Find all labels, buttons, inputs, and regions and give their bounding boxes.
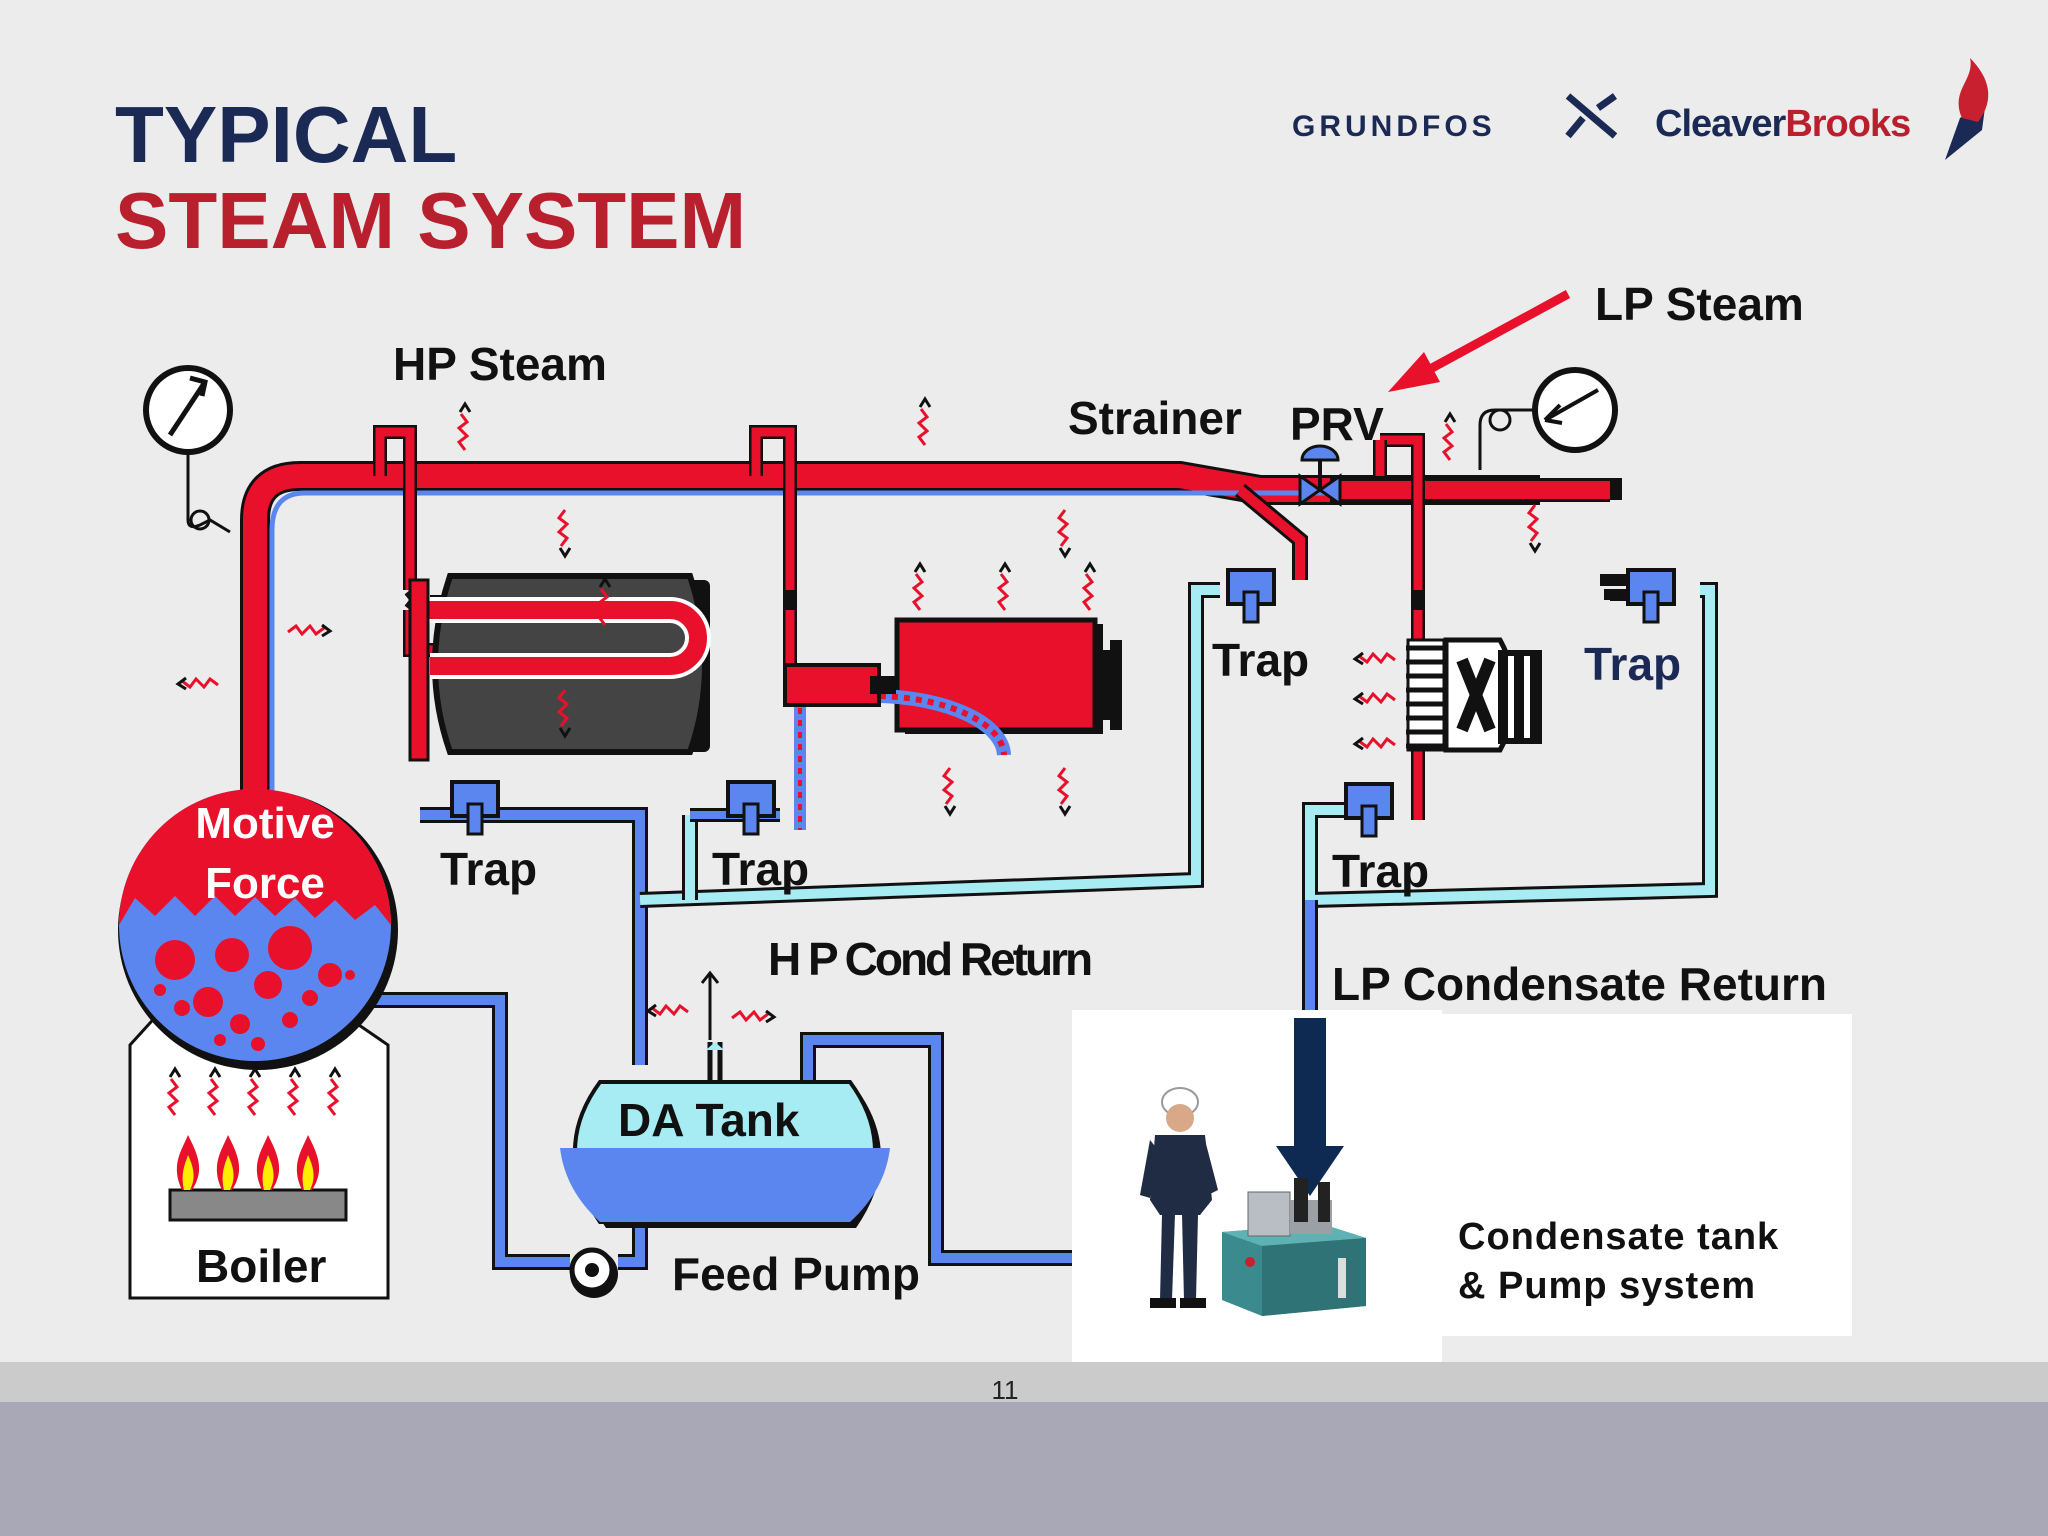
trap-label-3: Trap	[1212, 634, 1309, 686]
trap-4	[1626, 568, 1676, 624]
footer-band	[0, 1402, 2048, 1536]
pressure-gauge-left	[143, 365, 233, 534]
prv-label: PRV	[1290, 398, 1384, 450]
lp-condensate-return-label: LP Condensate Return	[1332, 958, 1827, 1010]
pressure-gauge-right	[1478, 367, 1618, 470]
grundfos-logo: GRUNDFOS	[1292, 93, 1618, 143]
condensate-caption-line1: Condensate tank	[1458, 1216, 1779, 1258]
trap-2	[726, 780, 776, 836]
strainer-pipe	[1234, 483, 1308, 580]
title-line1: TYPICAL	[115, 90, 457, 179]
jacketed-vessel	[783, 617, 1122, 830]
hp-steam-main	[240, 461, 1540, 805]
condensate-system-panel: Condensate tank & Pump system	[1072, 1010, 1852, 1362]
worker-figure	[1140, 1087, 1218, 1308]
navy-arrow-head	[1276, 1146, 1344, 1196]
brooks-text: Brooks	[1785, 103, 1910, 145]
trap-label-1: Trap	[440, 843, 537, 895]
cleaverbrooks-wordmark: CleaverBrooks	[1655, 103, 1910, 145]
footer-band-light	[0, 1362, 2048, 1402]
burner-flames	[176, 1135, 320, 1190]
steam-drop-2	[749, 425, 797, 670]
lp-steam-label: LP Steam	[1595, 278, 1804, 330]
unit-heater	[1406, 637, 1542, 753]
boiler-label: Boiler	[196, 1240, 326, 1292]
lp-steam-main	[1330, 433, 1622, 820]
motive-force-line1: Motive	[195, 799, 334, 848]
prv-valve	[1298, 444, 1342, 507]
flame-icon	[1958, 58, 1989, 122]
da-tank	[560, 1042, 890, 1228]
trap-1	[450, 780, 500, 836]
condensate-pipes	[372, 574, 1718, 1270]
lp-steam-red-arrow	[1388, 290, 1571, 392]
trap-3	[1226, 568, 1276, 624]
strainer-label: Strainer	[1068, 392, 1242, 444]
title-line2: STEAM SYSTEM	[115, 176, 746, 265]
feed-pump	[569, 1247, 618, 1298]
trap-label-2: Trap	[712, 843, 809, 895]
heat-exchanger	[408, 573, 711, 762]
grundfos-x-icon	[1565, 93, 1618, 139]
cleaver-text: Cleaver	[1655, 103, 1787, 145]
condensate-tank-unit	[1222, 1178, 1366, 1316]
boiler: Motive Force	[118, 789, 398, 1300]
grundfos-wordmark: GRUNDFOS	[1292, 110, 1496, 143]
navy-arrow-shaft	[1294, 1018, 1326, 1146]
trap-label-5: Trap	[1332, 845, 1429, 897]
motive-force-line2: Force	[205, 859, 325, 908]
hp-cond-return-label: H P Cond Return	[768, 933, 1091, 985]
heat-loss-arrows	[166, 396, 1542, 1116]
hp-steam-label: HP Steam	[393, 338, 607, 390]
feed-pump-label: Feed Pump	[672, 1248, 920, 1300]
caption-panel	[1438, 1014, 1852, 1336]
trap-label-4: Trap	[1584, 638, 1681, 690]
cleaverbrooks-logo: CleaverBrooks	[1655, 58, 1989, 160]
trap-5	[1344, 782, 1394, 838]
condensate-caption-line2: & Pump system	[1458, 1265, 1756, 1307]
da-tank-label: DA Tank	[618, 1094, 800, 1146]
page-number: 11	[992, 1375, 1019, 1405]
